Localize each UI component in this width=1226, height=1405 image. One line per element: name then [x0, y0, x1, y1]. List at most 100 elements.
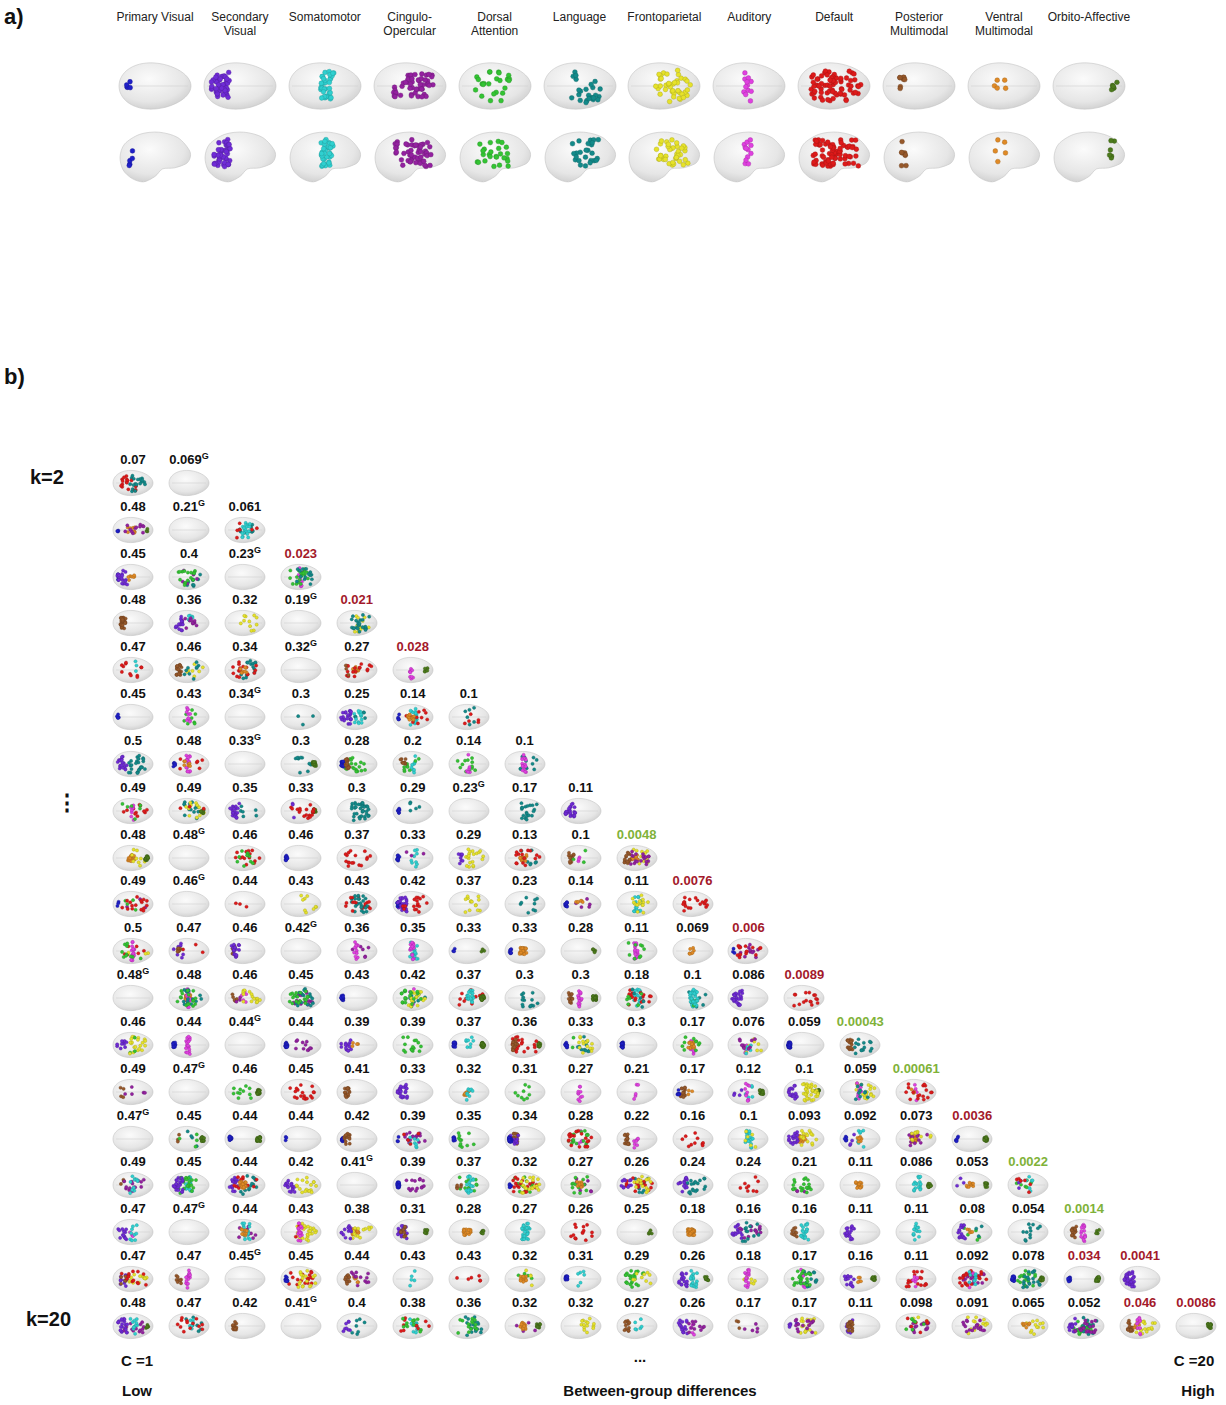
region-dot	[828, 78, 833, 83]
network-name: Default	[815, 10, 853, 24]
region-dot	[244, 667, 247, 670]
region-dot	[902, 77, 907, 82]
region-dot	[473, 769, 476, 772]
node-heading: Auditory	[707, 10, 791, 24]
region-dot	[470, 761, 473, 764]
region-dot	[188, 814, 191, 817]
node-heading: 0.36	[161, 592, 217, 608]
brain-top-view	[113, 751, 153, 776]
region-dot	[681, 95, 686, 100]
region-dot	[491, 164, 496, 169]
region-dot	[744, 146, 749, 151]
node-heading: 0.21G	[161, 499, 217, 515]
region-dot	[331, 71, 336, 76]
brain-top-view	[393, 705, 433, 730]
region-dot	[749, 89, 754, 94]
brain-thumbnail: 0.47	[105, 639, 161, 655]
superscript-mark: G	[310, 638, 317, 648]
region-dot	[238, 522, 241, 525]
region-dot	[819, 73, 824, 78]
region-dot	[414, 807, 417, 810]
region-dot	[666, 82, 671, 87]
region-dot	[346, 713, 349, 716]
region-dot	[138, 754, 141, 757]
region-dot	[597, 87, 602, 92]
p-value: 0.34	[232, 639, 257, 654]
region-dot	[186, 708, 189, 711]
node-heading: 0.021	[329, 592, 385, 608]
region-dot	[120, 664, 123, 667]
brain-views	[1047, 60, 1131, 190]
region-dot	[130, 156, 135, 161]
region-dot	[295, 579, 298, 582]
region-dot	[685, 79, 690, 84]
region-dot	[678, 159, 683, 164]
region-dot	[572, 815, 575, 818]
region-dot	[173, 764, 176, 767]
region-dot	[486, 81, 491, 86]
region-dot	[352, 712, 355, 715]
region-dot	[183, 813, 186, 816]
region-dot	[241, 810, 244, 813]
region-dot	[593, 158, 598, 163]
region-dot	[409, 93, 414, 98]
brain-top-view	[503, 797, 547, 825]
region-dot	[179, 757, 182, 760]
region-dot	[358, 631, 361, 634]
brain-thumbnail: 0.33	[273, 780, 329, 796]
region-dot	[1003, 151, 1008, 156]
region-dot	[658, 92, 663, 97]
brain-top-view	[225, 751, 265, 776]
brain-top-view	[225, 517, 265, 542]
region-dot	[191, 670, 194, 673]
region-dot	[188, 805, 191, 808]
p-value: 0.36	[176, 592, 201, 607]
region-dot	[397, 713, 400, 716]
region-dot	[339, 716, 342, 719]
brain-views	[707, 60, 791, 190]
region-dot	[304, 575, 307, 578]
network-panel: Posterior Multimodal	[877, 10, 961, 38]
p-value: 0.23	[453, 780, 478, 795]
region-dot	[367, 616, 370, 619]
region-dot	[327, 145, 332, 150]
region-dot	[847, 154, 852, 159]
region-dot	[185, 669, 188, 672]
region-dot	[361, 801, 364, 804]
region-dot	[120, 618, 123, 621]
region-dot	[226, 70, 231, 75]
region-dot	[659, 139, 664, 144]
region-dot	[461, 763, 464, 766]
region-dot	[569, 95, 574, 100]
region-dot	[425, 140, 430, 145]
region-dot	[295, 756, 298, 759]
brain-midline	[452, 763, 486, 764]
region-dot	[246, 536, 249, 539]
region-dot	[363, 817, 366, 820]
region-dot	[226, 95, 231, 100]
region-dot	[412, 72, 417, 77]
region-dot	[121, 582, 124, 585]
region-dot	[358, 666, 361, 669]
region-dot	[231, 666, 234, 669]
region-dot	[465, 716, 468, 719]
region-dot	[201, 758, 204, 761]
region-dot	[120, 618, 123, 621]
region-dot	[185, 627, 188, 630]
p-value: 0.21	[173, 499, 198, 514]
region-dot	[414, 707, 417, 710]
region-dot	[519, 801, 522, 804]
region-dot	[328, 90, 333, 95]
region-dot	[129, 528, 132, 531]
region-dot	[362, 711, 365, 714]
region-dot	[140, 666, 143, 669]
region-dot	[352, 627, 355, 630]
region-dot	[245, 661, 248, 664]
network-name: Orbito-Affective	[1048, 10, 1130, 24]
brain-top-view	[798, 63, 870, 109]
brain-top-view	[559, 797, 603, 825]
brain-top-view	[111, 656, 155, 684]
p-value: 0.32	[232, 592, 257, 607]
region-dot	[839, 86, 844, 91]
region-dot	[668, 99, 673, 104]
